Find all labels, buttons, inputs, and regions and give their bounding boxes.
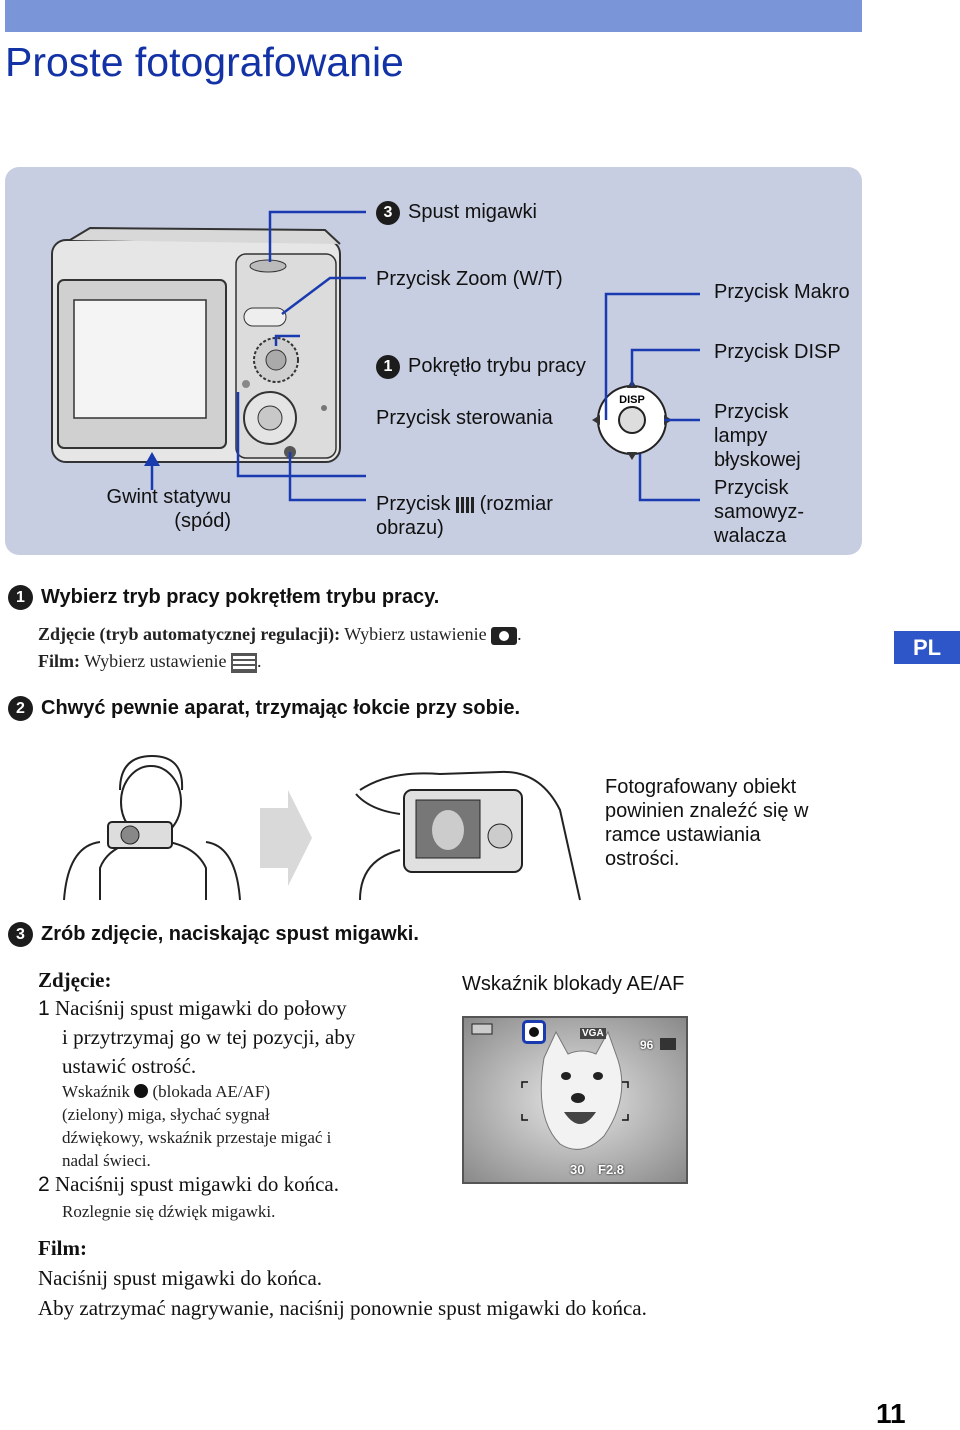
film-icon (231, 652, 258, 673)
step-1-photo-line: Zdjęcie (tryb automatycznej regulacji): … (38, 624, 522, 645)
photo-item-1-line-2: i przytrzymaj go w tej pozycji, aby (62, 1025, 356, 1049)
tripod-label: Gwint statywu (spód) (106, 486, 231, 532)
language-badge: PL (894, 631, 960, 664)
flash-label: Przycisk lampy błyskowej (714, 401, 801, 471)
macro-label: Przycisk Makro (714, 281, 850, 303)
lcd-screen-preview: VGA 96 30 F2.8 (462, 1016, 688, 1184)
control-button-label: Przycisk sterowania (376, 407, 553, 429)
photo-item-1-note: Wskaźnik (blokada AE/AF) (zielony) miga,… (62, 1082, 332, 1170)
disp-label: Przycisk DISP (714, 341, 841, 363)
ae-af-dot-icon (134, 1084, 149, 1098)
shutter-speed: 30 (570, 1162, 585, 1177)
shot-count: 96 (640, 1038, 654, 1052)
ae-af-indicator (522, 1020, 546, 1044)
image-size-icon (456, 496, 475, 513)
dog-photo (464, 1018, 686, 1182)
memory-icon (660, 1038, 676, 1050)
photo-item-1-line-3: ustawić ostrość. (62, 1054, 197, 1078)
header-bar (5, 0, 862, 32)
camera-icon (491, 626, 518, 645)
photo-subheading: Zdjęcie: (38, 968, 112, 992)
movie-line-1: Naciśnij spust migawki do końca. (38, 1266, 323, 1290)
image-size-tag: VGA (580, 1028, 606, 1039)
aperture-value: F2.8 (598, 1162, 625, 1177)
photo-item-2: 2 Naciśnij spust migawki do końca. (38, 1172, 339, 1196)
page-number: 11 (876, 1398, 906, 1429)
step-2-note: Fotografowany obiekt powinien znaleźć si… (605, 776, 809, 870)
arrow-right-icon (260, 790, 312, 886)
camera-illustration: DISP (51, 210, 700, 502)
photo-item-2-note: Rozlegnie się dźwięk migawki. (62, 1202, 276, 1221)
disp-mark: DISP (619, 394, 645, 406)
page-title: Proste fotografowanie (5, 39, 404, 85)
zoom-label: Przycisk Zoom (W/T) (376, 268, 563, 290)
image-size-label: Przycisk (rozmiar obrazu) (376, 493, 553, 539)
ae-af-label: Wskaźnik blokady AE/AF (462, 973, 685, 995)
step-1-movie-line: Film: Wybierz ustawienie . (38, 651, 262, 673)
movie-line-2: Aby zatrzymać nagrywanie, naciśnij ponow… (38, 1296, 647, 1320)
self-timer-label: Przycisk samowyz- walacza (714, 477, 805, 547)
holding-camera-illustration (63, 754, 581, 901)
photo-item-1: 1 Naciśnij spust migawki do połowy (38, 996, 347, 1020)
movie-subheading: Film: (38, 1236, 87, 1260)
